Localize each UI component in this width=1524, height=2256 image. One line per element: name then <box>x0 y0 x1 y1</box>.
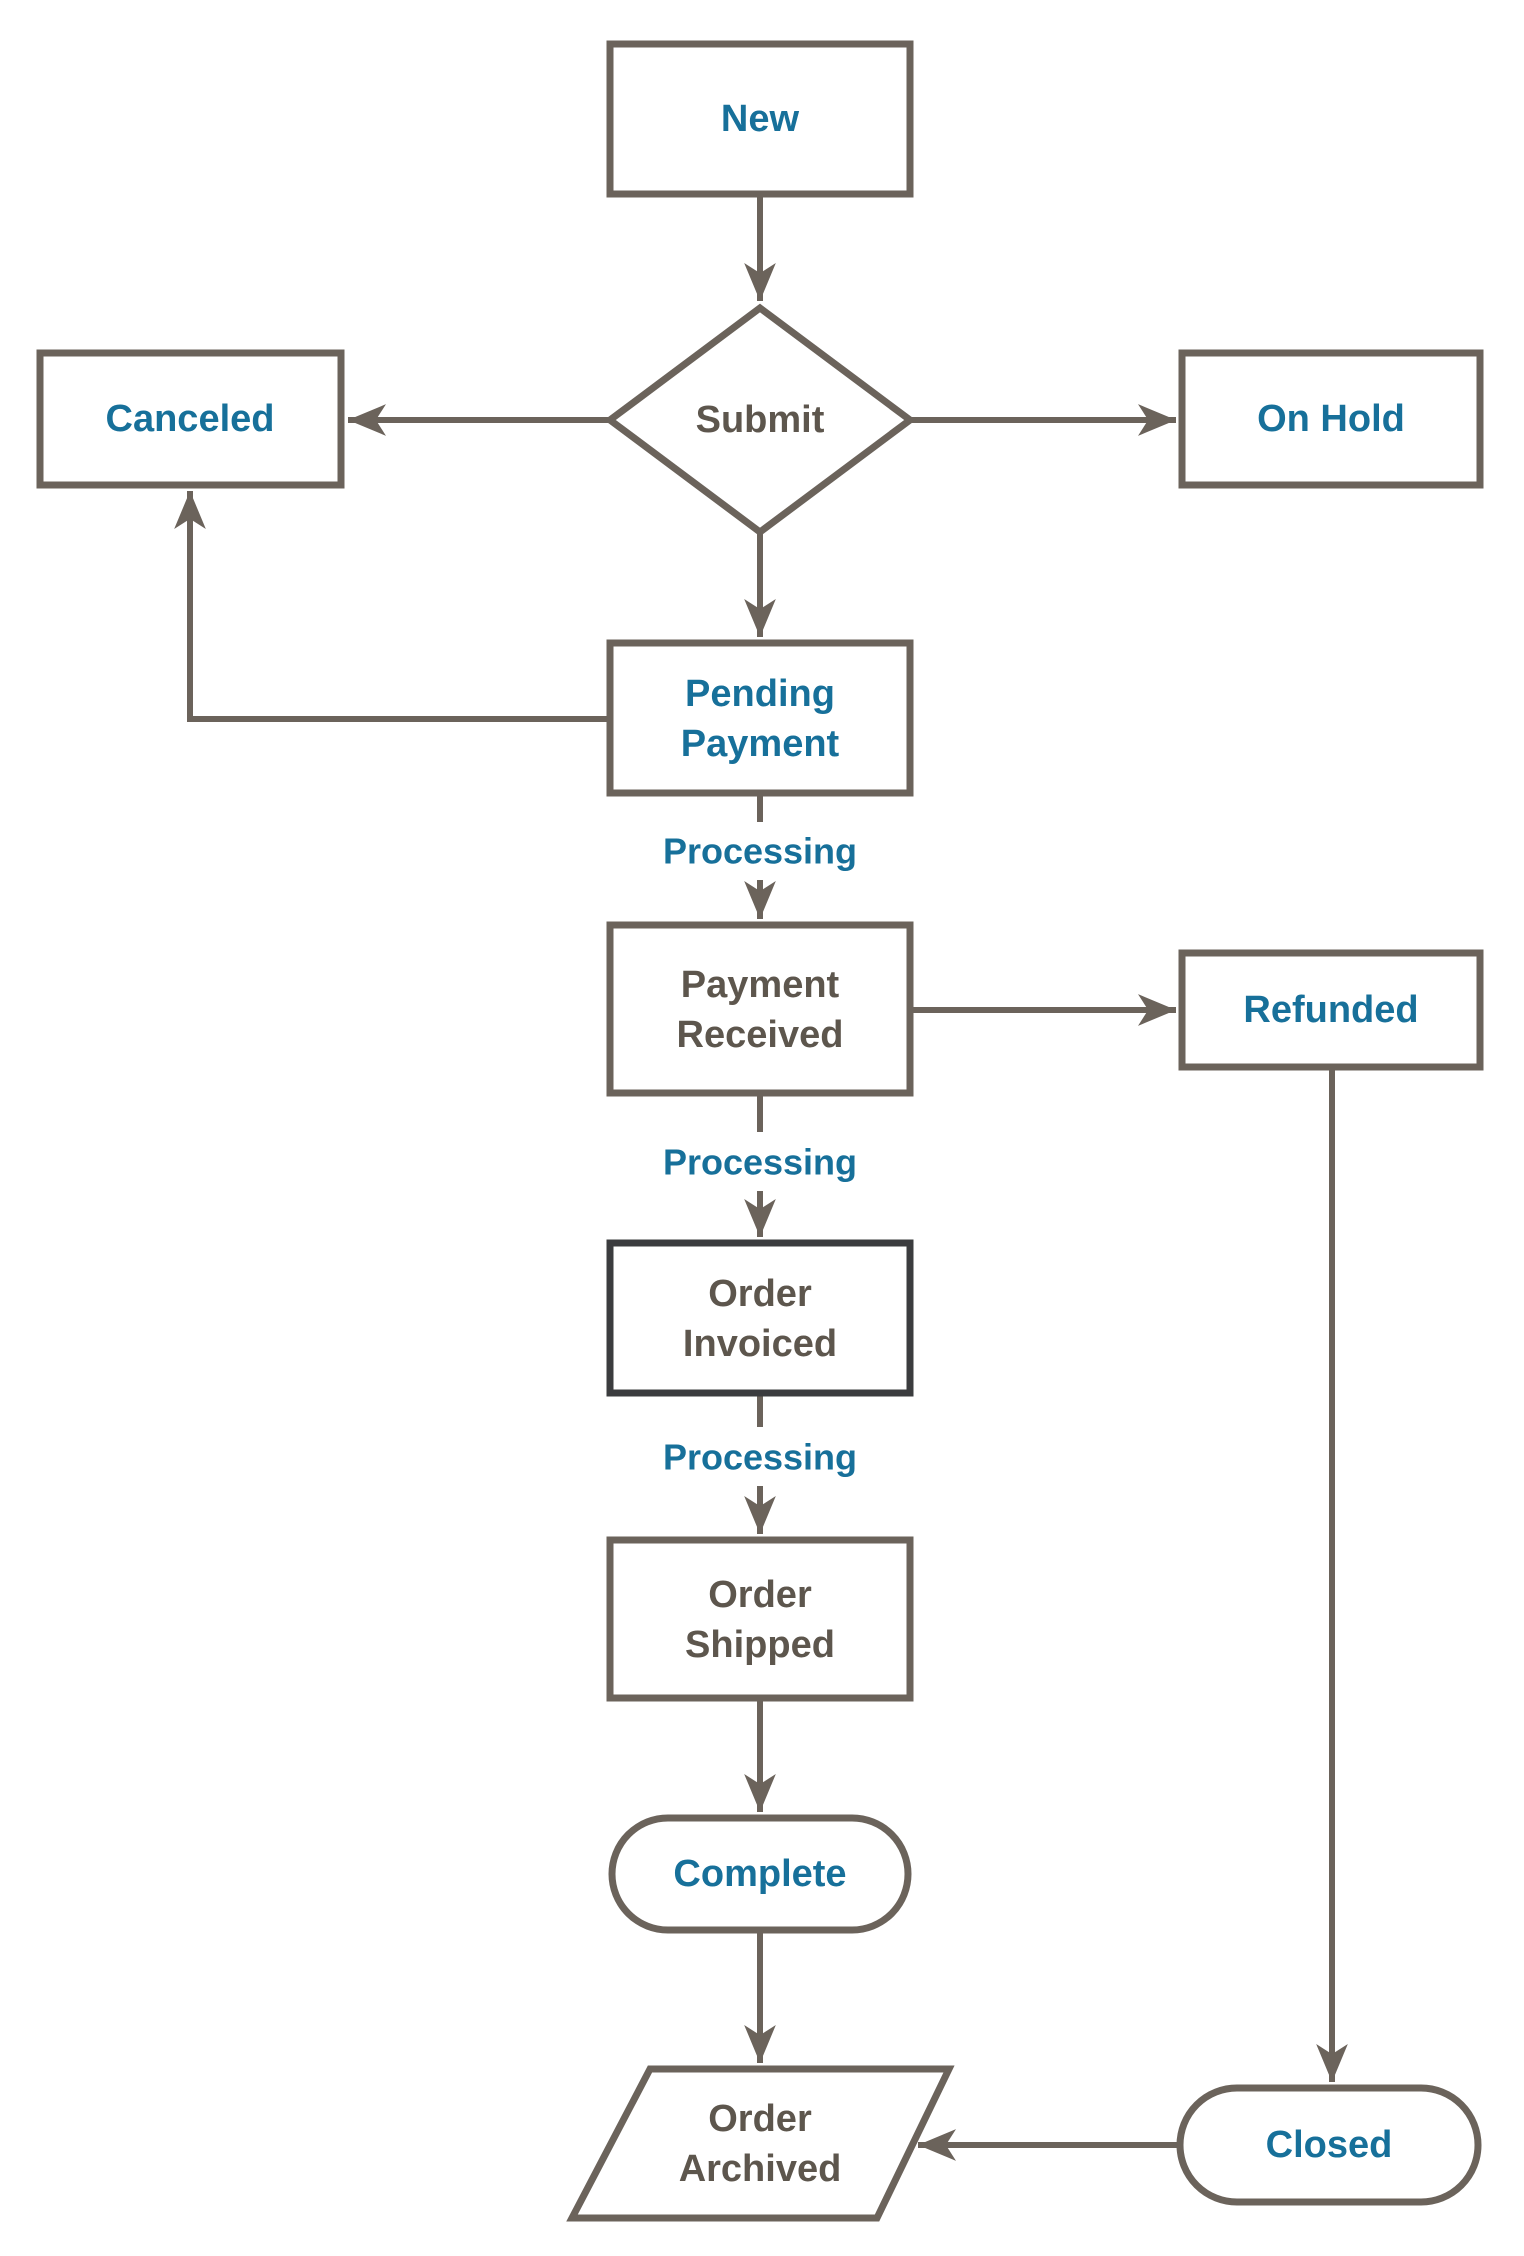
node-new: New <box>606 40 914 198</box>
payment-received-label-line1: Payment <box>681 964 840 1006</box>
refunded-box <box>1178 949 1484 1071</box>
pending-payment-label-line2: Payment <box>681 723 840 765</box>
order-archived-label-line1: Order <box>708 2098 812 2140</box>
submit-label: Submit <box>696 399 825 441</box>
node-on-hold: On Hold <box>1178 349 1484 489</box>
node-refunded: Refunded <box>1178 949 1484 1071</box>
pending-payment-label-line1: Pending <box>685 673 835 715</box>
order-invoiced-box <box>606 1239 914 1397</box>
edge-label-processing-2: Processing <box>663 1142 857 1183</box>
on-hold-box <box>1178 349 1484 489</box>
node-canceled: Canceled <box>36 349 345 489</box>
complete-label: Complete <box>673 1853 846 1895</box>
edge-label-processing-3: Processing <box>663 1437 857 1478</box>
order-invoiced-label-line1: Order <box>708 1273 812 1315</box>
node-submit: Submit <box>604 303 916 537</box>
order-shipped-label-line1: Order <box>708 1574 812 1616</box>
order-archived-label-line2: Archived <box>679 2148 842 2190</box>
node-complete: Complete <box>608 1814 912 1934</box>
canceled-box <box>36 349 345 489</box>
payment-received-box <box>606 921 914 1097</box>
submit-diamond <box>604 303 916 537</box>
node-closed: Closed <box>1176 2084 1482 2206</box>
node-order-shipped: Order Shipped <box>606 1536 914 1702</box>
order-shipped-box <box>606 1536 914 1702</box>
closed-label: Closed <box>1266 2124 1393 2166</box>
node-order-archived: Order Archived <box>566 2065 955 2222</box>
new-label: New <box>721 98 800 140</box>
node-pending-payment: Pending Payment <box>606 639 914 797</box>
node-payment-received: Payment Received <box>606 921 914 1097</box>
order-archived-parallelogram <box>566 2065 955 2222</box>
node-order-invoiced: Order Invoiced <box>606 1239 914 1397</box>
pending-payment-box <box>606 639 914 797</box>
payment-received-label-line2: Received <box>677 1014 844 1056</box>
complete-stadium <box>608 1814 912 1934</box>
order-invoiced-label-line2: Invoiced <box>683 1323 837 1365</box>
canceled-label: Canceled <box>106 398 275 440</box>
closed-stadium <box>1176 2084 1482 2206</box>
order-shipped-label-line2: Shipped <box>685 1624 835 1666</box>
edge-label-processing-1: Processing <box>663 831 857 872</box>
arrow-pending-payment-to-canceled <box>174 491 610 722</box>
on-hold-label: On Hold <box>1257 398 1405 440</box>
new-box <box>606 40 914 198</box>
refunded-label: Refunded <box>1243 989 1418 1031</box>
